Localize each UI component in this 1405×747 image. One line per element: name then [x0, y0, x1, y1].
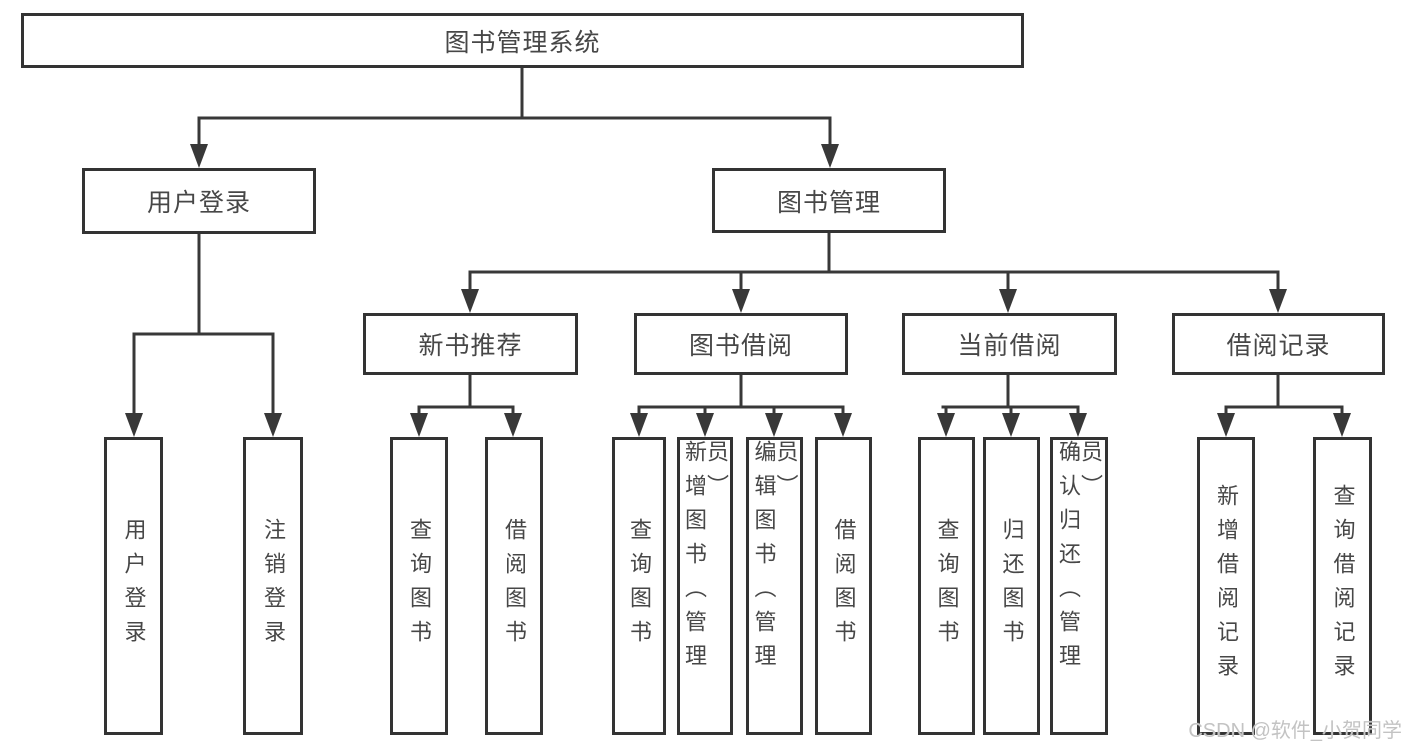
leaf-confirm-return-admin: 确认归还（管理员）: [1050, 437, 1108, 735]
leaf-query-books-2: 查询图书: [612, 437, 666, 735]
leaf-edit-books-admin: 编辑图书（管理员）: [746, 437, 803, 735]
node-book-management-label: 图书管理: [776, 188, 881, 217]
node-user-login: 用户登录: [82, 168, 316, 234]
node-root-label: 图书管理系统: [444, 28, 601, 57]
node-root: 图书管理系统: [21, 13, 1024, 68]
leaf-query-books-1: 查询图书: [390, 437, 448, 735]
leaf-borrow-books-2: 借阅图书: [815, 437, 872, 735]
leaf-borrow-books-1: 借阅图书: [485, 437, 543, 735]
leaf-query-books-3: 查询图书: [918, 437, 975, 735]
node-book-borrow-label: 图书借阅: [688, 332, 793, 360]
node-current-borrow: 当前借阅: [902, 313, 1117, 375]
arrowheads: [125, 144, 1351, 437]
node-current-borrow-label: 当前借阅: [957, 332, 1062, 360]
leaf-user-login: 用户登录: [104, 437, 163, 735]
leaf-add-books-admin: 新增图书（管理员）: [677, 437, 733, 735]
node-borrow-records: 借阅记录: [1172, 313, 1385, 375]
csdn-watermark: CSDN @软件_小贺同学: [1188, 720, 1402, 742]
leaf-query-borrow-record: 查询借阅记录: [1313, 437, 1372, 735]
leaf-return-books: 归还图书: [983, 437, 1040, 735]
node-new-book-recommend-label: 新书推荐: [418, 332, 523, 360]
leaf-add-borrow-record: 新增借阅记录: [1197, 437, 1255, 735]
node-borrow-records-label: 借阅记录: [1226, 332, 1331, 360]
node-user-login-label: 用户登录: [146, 189, 251, 217]
leaf-logout: 注销登录: [243, 437, 303, 735]
node-book-management: 图书管理: [712, 168, 946, 233]
node-book-borrow: 图书借阅: [634, 313, 848, 375]
node-new-book-recommend: 新书推荐: [363, 313, 578, 375]
